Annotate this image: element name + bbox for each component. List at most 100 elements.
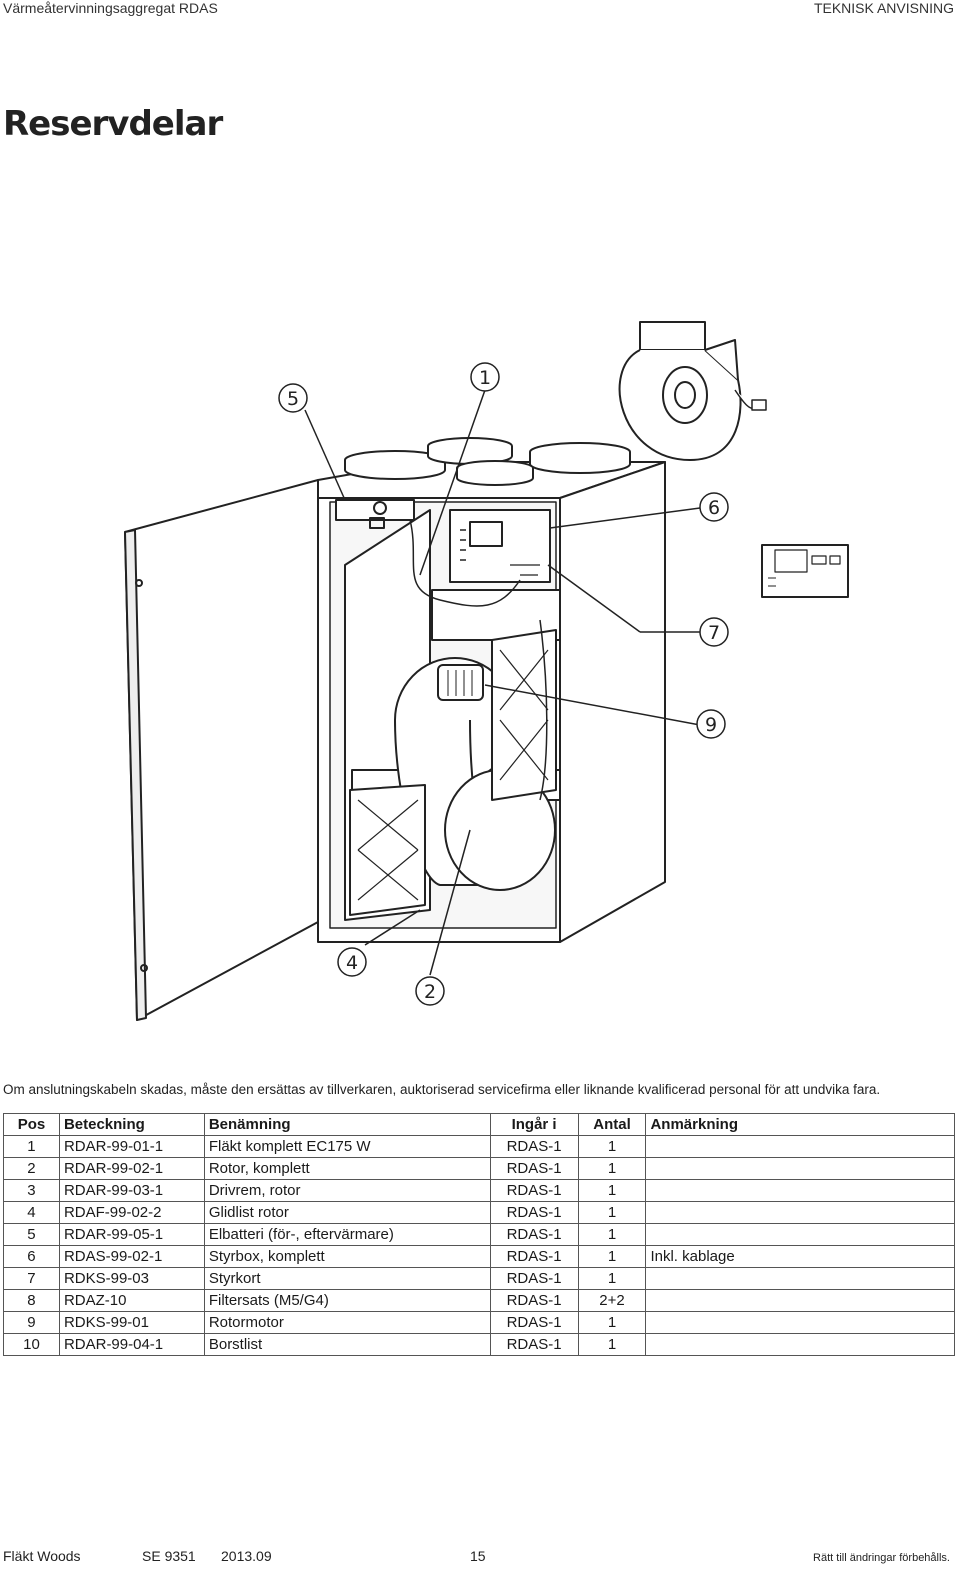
cell-beteckning: RDAF-99-02-2 — [58, 1201, 205, 1224]
cell-pos: 3 — [3, 1179, 60, 1202]
footer-doc-number: SE 9351 — [142, 1548, 196, 1564]
control-card-drawing — [761, 544, 849, 598]
cell-ingar-i: RDAS-1 — [489, 1135, 579, 1158]
callout-circles — [278, 362, 729, 1006]
cell-anmarkning — [645, 1179, 955, 1202]
cell-benamning: Fläkt komplett EC175 W — [203, 1135, 491, 1158]
cell-ingar-i: RDAS-1 — [489, 1157, 579, 1180]
header-product-name: Värmeåtervinningsaggregat RDAS — [3, 0, 218, 16]
cell-ingar-i: RDAS-1 — [489, 1223, 579, 1246]
col-header-pos: Pos — [3, 1113, 60, 1136]
cell-anmarkning — [645, 1311, 955, 1334]
control-box-drawing — [449, 509, 551, 583]
footer-company: Fläkt Woods — [3, 1548, 81, 1564]
cell-pos: 7 — [3, 1267, 60, 1290]
cell-benamning: Borstlist — [203, 1333, 491, 1356]
cell-antal: 1 — [577, 1157, 647, 1180]
cell-antal: 1 — [577, 1267, 647, 1290]
callout-1: 1 — [479, 367, 491, 389]
cell-beteckning: RDAR-99-05-1 — [58, 1223, 205, 1246]
leader-lines — [304, 389, 701, 976]
callout-9: 9 — [705, 714, 717, 736]
spare-parts-table: Pos Beteckning Benämning Ingår i Antal A… — [3, 1113, 955, 1356]
col-header-ingar-i: Ingår i — [489, 1113, 579, 1136]
door-panel — [124, 479, 319, 1021]
heater-bar — [335, 499, 415, 529]
cell-beteckning: RDAR-99-01-1 — [58, 1135, 205, 1158]
duct-collars — [344, 437, 631, 486]
wiring — [409, 519, 548, 801]
cell-benamning: Filtersats (M5/G4) — [203, 1289, 491, 1312]
safety-note: Om anslutningskabeln skadas, måste den e… — [3, 1082, 881, 1097]
cell-ingar-i: RDAS-1 — [489, 1311, 579, 1334]
col-header-benamning: Benämning — [203, 1113, 491, 1136]
cell-ingar-i: RDAS-1 — [489, 1333, 579, 1356]
cell-ingar-i: RDAS-1 — [489, 1245, 579, 1268]
callout-5: 5 — [287, 388, 299, 410]
cell-benamning: Glidlist rotor — [203, 1201, 491, 1224]
cell-anmarkning — [645, 1157, 955, 1180]
col-header-anmarkning: Anmärkning — [645, 1113, 955, 1136]
cell-beteckning: RDAZ-10 — [58, 1289, 205, 1312]
cell-antal: 1 — [577, 1135, 647, 1158]
cell-benamning: Styrbox, komplett — [203, 1245, 491, 1268]
cell-pos: 9 — [3, 1311, 60, 1334]
col-header-beteckning: Beteckning — [58, 1113, 205, 1136]
cell-pos: 10 — [3, 1333, 60, 1356]
cell-benamning: Rotor, komplett — [203, 1157, 491, 1180]
cell-antal: 1 — [577, 1245, 647, 1268]
footer-date: 2013.09 — [221, 1548, 272, 1564]
cell-antal: 1 — [577, 1333, 647, 1356]
cell-anmarkning — [645, 1223, 955, 1246]
cell-pos: 8 — [3, 1289, 60, 1312]
cell-anmarkning — [645, 1201, 955, 1224]
header-document-type: TEKNISK ANVISNING — [813, 0, 954, 16]
cell-pos: 1 — [3, 1135, 60, 1158]
cell-beteckning: RDAR-99-04-1 — [58, 1333, 205, 1356]
callout-2: 2 — [424, 981, 436, 1003]
filters-drawing — [349, 629, 557, 916]
cell-anmarkning: Inkl. kablage — [645, 1245, 955, 1268]
fan-unit-drawing — [618, 321, 767, 461]
cell-pos: 5 — [3, 1223, 60, 1246]
table-header-row: Pos Beteckning Benämning Ingår i Antal A… — [3, 1113, 955, 1136]
cell-pos: 6 — [3, 1245, 60, 1268]
footer-rights: Rätt till ändringar förbehålls. — [813, 1552, 950, 1564]
cell-benamning: Rotormotor — [203, 1311, 491, 1334]
unit-illustration: 5 1 6 7 9 4 2 — [124, 321, 849, 1021]
cell-anmarkning — [645, 1267, 955, 1290]
cell-pos: 4 — [3, 1201, 60, 1224]
cell-antal: 1 — [577, 1311, 647, 1334]
cell-anmarkning — [645, 1333, 955, 1356]
cell-beteckning: RDKS-99-01 — [58, 1311, 205, 1334]
cell-antal: 1 — [577, 1179, 647, 1202]
callout-6: 6 — [708, 497, 720, 519]
cell-benamning: Elbatteri (för-, eftervärmare) — [203, 1223, 491, 1246]
cell-beteckning: RDKS-99-03 — [58, 1267, 205, 1290]
cell-ingar-i: RDAS-1 — [489, 1289, 579, 1312]
cell-beteckning: RDAR-99-03-1 — [58, 1179, 205, 1202]
cell-antal: 1 — [577, 1223, 647, 1246]
cell-anmarkning — [645, 1135, 955, 1158]
cell-anmarkning — [645, 1289, 955, 1312]
callout-7: 7 — [708, 622, 720, 644]
page-title: Reservdelar — [3, 104, 223, 144]
col-header-antal: Antal — [577, 1113, 647, 1136]
cell-benamning: Drivrem, rotor — [203, 1179, 491, 1202]
cell-beteckning: RDAS-99-02-1 — [58, 1245, 205, 1268]
cell-benamning: Styrkort — [203, 1267, 491, 1290]
callout-4: 4 — [346, 952, 358, 974]
cell-antal: 1 — [577, 1201, 647, 1224]
cell-antal: 2+2 — [577, 1289, 647, 1312]
